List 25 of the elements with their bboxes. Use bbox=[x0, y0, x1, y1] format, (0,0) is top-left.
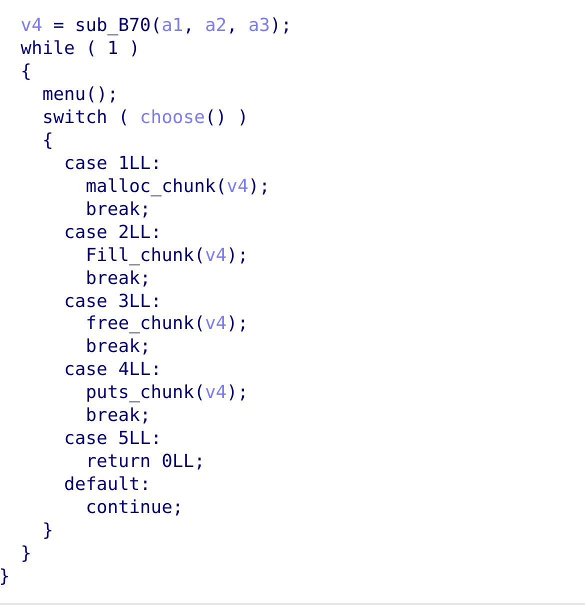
code-line: malloc_chunk(v4); bbox=[86, 174, 270, 198]
code-line: v4 = sub_B70(a1, a2, a3); bbox=[20, 14, 292, 37]
code-line: { bbox=[42, 128, 54, 152]
code-line: default: bbox=[64, 473, 151, 496]
code-line: } bbox=[42, 519, 54, 542]
code-line: case 1LL: bbox=[64, 152, 162, 175]
code-line: case 5LL: bbox=[64, 427, 162, 450]
code-line: free_chunk(v4); bbox=[86, 312, 248, 336]
code-line: continue; bbox=[86, 496, 184, 520]
code-line: { bbox=[20, 60, 32, 83]
code-line: Fill_chunk(v4); bbox=[86, 244, 248, 267]
code-line: case 2LL: bbox=[64, 220, 162, 244]
code-line: puts_chunk(v4); bbox=[86, 381, 248, 404]
code-line: switch ( choose() ) bbox=[42, 106, 248, 129]
code-line: break; bbox=[86, 266, 151, 290]
code-line: break; bbox=[86, 335, 151, 358]
code-line: menu(); bbox=[42, 82, 118, 106]
code-line: return 0LL; bbox=[86, 450, 205, 474]
code-line: while ( 1 ) bbox=[20, 36, 140, 60]
code-line: case 4LL: bbox=[64, 358, 162, 382]
code-line: break; bbox=[86, 404, 151, 428]
code-line: } bbox=[20, 542, 32, 566]
code-line: case 3LL: bbox=[64, 290, 162, 313]
code-line: } bbox=[0, 565, 10, 588]
code-line: break; bbox=[86, 198, 151, 221]
